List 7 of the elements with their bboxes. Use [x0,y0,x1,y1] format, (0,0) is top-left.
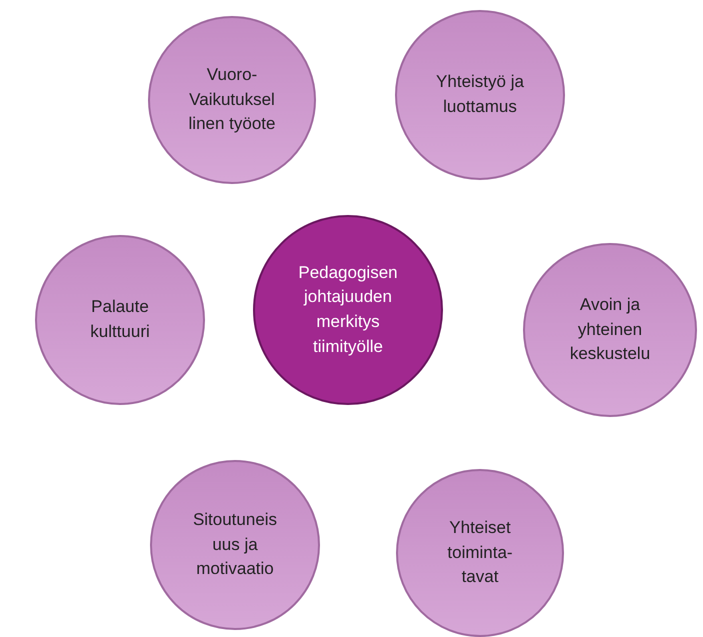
circle-label: Yhteistyö ja luottamus [435,71,525,118]
circle-label: Sitoutuneis uus ja motivaatio [192,509,278,580]
circle-label: Yhteiset toiminta- tavat [446,517,514,588]
circle-label: Pedagogisen johtajuuden merkitys tiimityölle [297,262,399,358]
circle-label: Vuoro- Vaikutuksel linen työote [188,64,276,136]
circle-label: Palaute kulttuuri [89,296,151,343]
circle-label: Avoin ja yhteinen keskustelu [568,294,652,366]
